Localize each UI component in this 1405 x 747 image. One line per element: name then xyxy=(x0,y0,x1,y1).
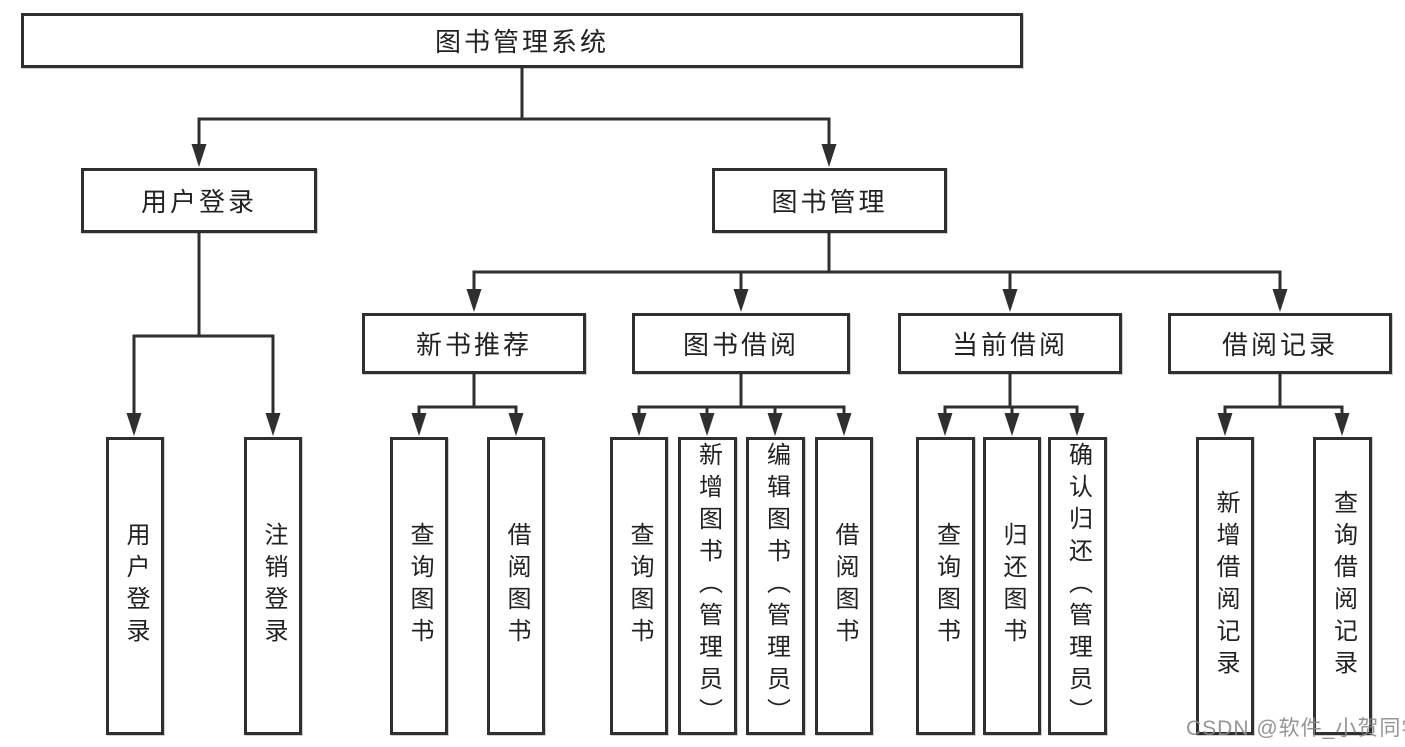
node-borrowing-records-label: 借阅记录 xyxy=(1221,330,1338,360)
node-current-borrowing: 当前借阅 xyxy=(898,313,1122,374)
leaf-recommend-query-book-label: 查询图书 xyxy=(406,522,433,650)
leaf-query-borrow-record-label: 查询借阅记录 xyxy=(1329,490,1357,682)
leaf-return-book: 归还图书 xyxy=(983,437,1041,735)
connector-book-mgmt-to-level3 xyxy=(472,231,1282,299)
leaf-logout: 注销登录 xyxy=(244,437,302,735)
leaf-current-query-book: 查询图书 xyxy=(916,437,975,735)
leaf-logout-label: 注销登录 xyxy=(260,522,287,650)
connector-recommend-branch xyxy=(417,372,518,423)
leaf-current-query-book-label: 查询图书 xyxy=(932,522,960,650)
node-new-book-recommend-label: 新书推荐 xyxy=(415,330,532,360)
leaf-borrow-book-label: 借阅图书 xyxy=(831,522,858,650)
leaf-recommend-borrow-book-label: 借阅图书 xyxy=(503,522,530,650)
leaf-user-login: 用户登录 xyxy=(106,437,164,735)
leaf-add-book-admin-label: 新增图书（管理员） xyxy=(694,442,722,730)
leaf-recommend-borrow-book: 借阅图书 xyxy=(487,437,545,735)
node-new-book-recommend: 新书推荐 xyxy=(362,313,586,374)
connector-record-branch xyxy=(1223,372,1344,423)
leaf-return-book-label: 归还图书 xyxy=(999,522,1026,650)
leaf-confirm-return-admin: 确认归还（管理员） xyxy=(1048,437,1107,735)
node-book-borrowing-label: 图书借阅 xyxy=(682,330,799,360)
leaf-edit-book-admin: 编辑图书（管理员） xyxy=(746,437,805,735)
leaf-borrow-query-book: 查询图书 xyxy=(610,437,668,735)
node-current-borrowing-label: 当前借阅 xyxy=(951,330,1068,360)
node-root: 图书管理系统 xyxy=(21,13,1023,68)
node-book-management: 图书管理 xyxy=(712,168,947,233)
connector-borrow-branch xyxy=(637,372,846,423)
leaf-edit-book-admin-label: 编辑图书（管理员） xyxy=(762,442,790,730)
leaf-add-borrow-record-label: 新增借阅记录 xyxy=(1212,490,1239,682)
watermark: CSDN @软件_小贺同学 xyxy=(1186,717,1405,740)
node-book-management-label: 图书管理 xyxy=(771,187,888,217)
node-user-login-branch-label: 用户登录 xyxy=(140,187,257,217)
leaf-add-borrow-record: 新增借阅记录 xyxy=(1196,437,1254,735)
leaf-borrow-query-book-label: 查询图书 xyxy=(626,522,653,650)
leaf-confirm-return-admin-label: 确认归还（管理员） xyxy=(1064,442,1092,730)
leaf-borrow-book: 借阅图书 xyxy=(815,437,873,735)
leaf-add-book-admin: 新增图书（管理员） xyxy=(678,437,737,735)
node-user-login-branch: 用户登录 xyxy=(81,168,317,233)
arrowheads xyxy=(126,144,1350,436)
connector-user-login-branch xyxy=(132,231,275,423)
node-borrowing-records: 借阅记录 xyxy=(1168,313,1392,374)
connector-root-to-level2 xyxy=(197,66,831,154)
leaf-user-login-label: 用户登录 xyxy=(122,522,149,650)
node-book-borrowing: 图书借阅 xyxy=(632,313,850,374)
leaf-recommend-query-book: 查询图书 xyxy=(390,437,448,735)
leaf-query-borrow-record: 查询借阅记录 xyxy=(1313,437,1372,735)
node-root-label: 图书管理系统 xyxy=(434,27,609,57)
